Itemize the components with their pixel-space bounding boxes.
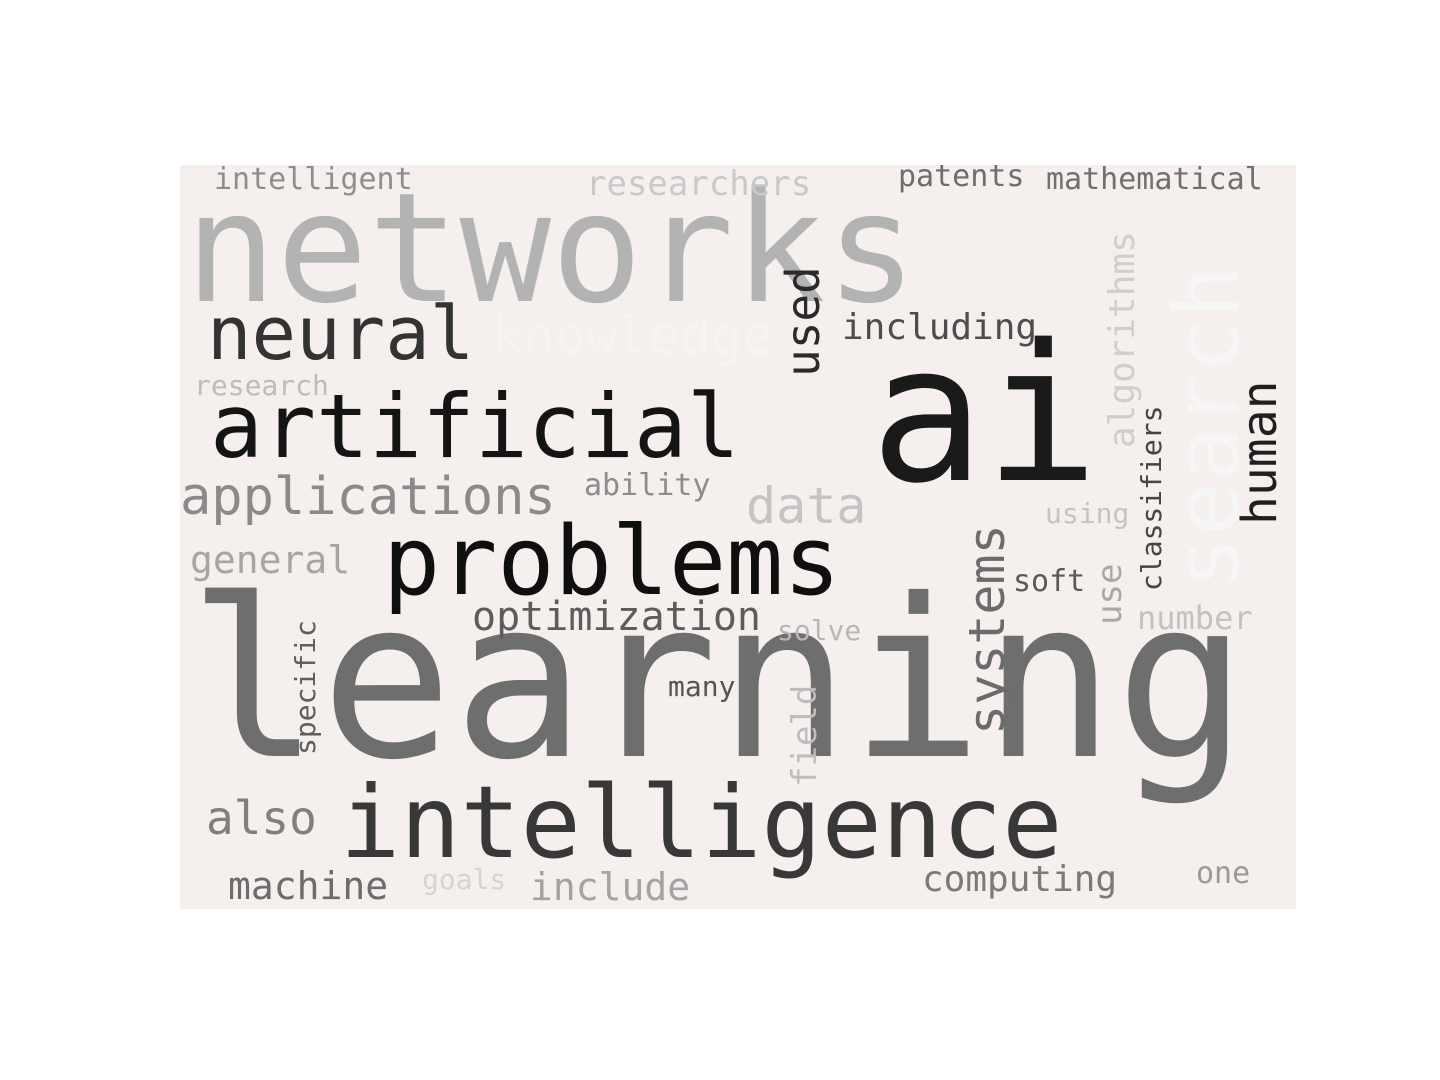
word-soft: soft <box>1013 564 1086 599</box>
word-ai: ai <box>870 304 1099 525</box>
word-applications: applications <box>180 467 556 527</box>
word-learning: learning <box>188 552 1248 808</box>
word-computing: computing <box>922 859 1118 900</box>
word-used: used <box>776 266 830 377</box>
word-neural: neural <box>207 291 475 377</box>
word-also: also <box>206 791 317 845</box>
word-include: include <box>530 865 691 909</box>
word-problems: problems <box>383 507 841 617</box>
word-one: one <box>1196 856 1251 891</box>
word-many: many <box>668 670 736 703</box>
word-optimization: optimization <box>472 594 761 640</box>
word-human: human <box>1232 380 1288 526</box>
word-mathematical: mathematical <box>1046 165 1263 197</box>
word-use: use <box>1090 563 1130 625</box>
word-networks: networks <box>185 165 918 337</box>
word-machine: machine <box>228 864 389 908</box>
word-intelligent: intelligent <box>214 165 413 197</box>
word-goals: goals <box>422 863 507 896</box>
word-intelligence: intelligence <box>340 764 1063 881</box>
word-field: field <box>785 684 825 787</box>
word-solve: solve <box>777 614 862 647</box>
word-knowledge: knowledge <box>492 307 774 367</box>
word-general: general <box>190 538 351 582</box>
word-systems: systems <box>958 524 1016 735</box>
word-data: data <box>746 477 867 535</box>
word-researchers: researchers <box>586 165 812 204</box>
word-ability: ability <box>584 468 711 503</box>
word-research: research <box>194 369 329 402</box>
word-artificial: artificial <box>210 375 740 478</box>
word-specific: specific <box>289 620 322 755</box>
word-number: number <box>1137 599 1253 637</box>
word-patents: patents <box>898 165 1025 194</box>
word-including: including <box>842 307 1038 348</box>
word-using: using <box>1045 497 1130 530</box>
word-classifiers: classifiers <box>1135 405 1168 591</box>
